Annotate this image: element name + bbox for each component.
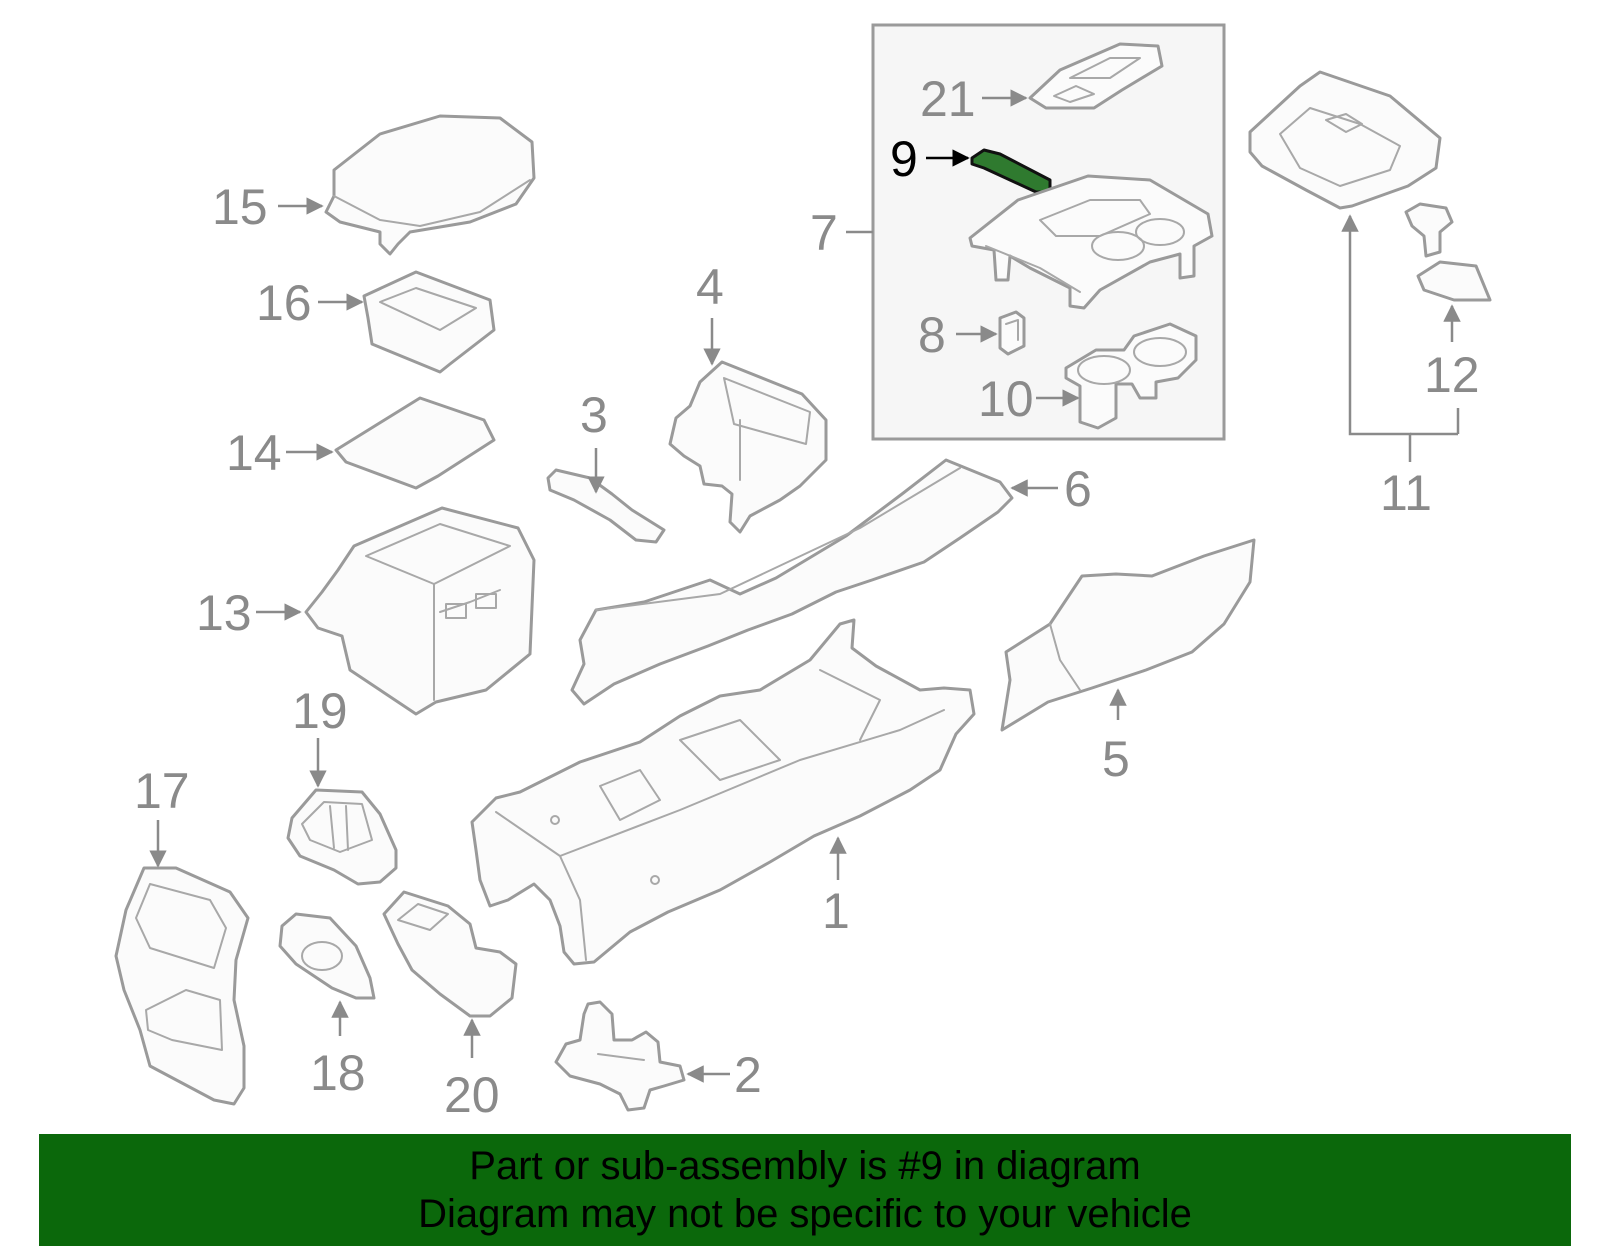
callout-9: 9 (890, 131, 918, 187)
leader-11 (1341, 214, 1412, 462)
callout-12: 12 (1424, 347, 1480, 403)
banner-line-disclaimer: Diagram may not be specific to your vehi… (418, 1192, 1192, 1236)
callout-17: 17 (134, 763, 190, 819)
part-8-clip[interactable] (998, 310, 1026, 356)
part-16-storage-bin[interactable] (362, 270, 496, 374)
part-20-rear-cup-holder[interactable] (382, 890, 518, 1018)
callout-20: 20 (444, 1067, 500, 1123)
callout-16: 16 (256, 275, 312, 331)
part-12-switch[interactable] (1404, 202, 1492, 302)
callout-14: 14 (226, 425, 282, 481)
part-11-storage-tray[interactable] (1248, 70, 1442, 210)
banner-line-part: Part or sub-assembly is #9 in diagram (469, 1144, 1141, 1188)
part-2-bracket-base[interactable] (554, 1000, 686, 1112)
part-5-side-panel[interactable] (1000, 538, 1256, 732)
part-10-cup-holder[interactable] (1064, 322, 1198, 430)
part-21-shifter-bezel[interactable] (1028, 42, 1164, 110)
part-15-armrest-lid[interactable] (324, 114, 536, 256)
part-4-rear-bracket[interactable] (668, 360, 828, 534)
callout-19: 19 (292, 683, 348, 739)
part-19-rear-vent[interactable] (286, 788, 398, 886)
callout-6: 6 (1064, 461, 1092, 517)
part-1-console-body[interactable] (470, 618, 976, 966)
callout-8: 8 (918, 307, 946, 363)
callout-4: 4 (696, 259, 724, 315)
callout-18: 18 (310, 1045, 366, 1101)
callout-7: 7 (810, 205, 838, 261)
part-3-bracket[interactable] (546, 468, 666, 544)
part-6-side-trim[interactable] (570, 458, 1014, 706)
callout-5: 5 (1102, 731, 1130, 787)
callout-21: 21 (920, 71, 976, 127)
part-13-armrest-housing[interactable] (304, 506, 536, 716)
part-17-rear-panel[interactable] (114, 866, 250, 1106)
callout-1: 1 (822, 883, 850, 939)
callout-3: 3 (580, 387, 608, 443)
part-14-mat[interactable] (334, 396, 496, 490)
info-banner: Part or sub-assembly is #9 in diagram Di… (39, 1134, 1571, 1246)
callout-15: 15 (212, 179, 268, 235)
callout-2: 2 (734, 1047, 762, 1103)
callout-10: 10 (978, 371, 1034, 427)
callout-11: 11 (1380, 465, 1432, 521)
part-18-switch-plate[interactable] (278, 912, 376, 1000)
part-7-console-upper-trim[interactable] (968, 174, 1214, 310)
callout-13: 13 (196, 585, 252, 641)
